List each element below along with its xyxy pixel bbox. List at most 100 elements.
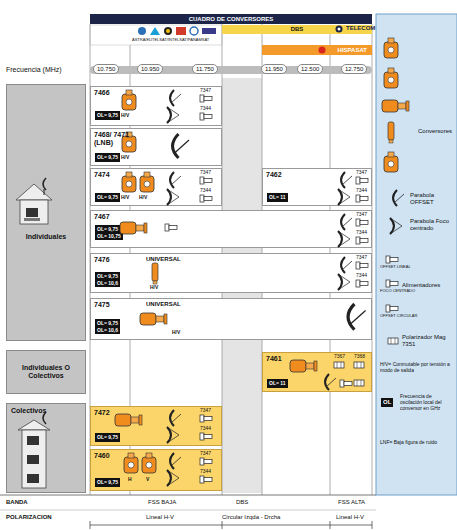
polarity-tag: H bbox=[128, 477, 132, 483]
lo-badge: OL= 9,75OL= 10,75 bbox=[95, 225, 123, 240]
row-heading: POLARIZACION bbox=[6, 514, 52, 521]
node-text: OL= 11 bbox=[269, 194, 286, 201]
node-text: HISPASAT bbox=[262, 45, 367, 55]
polarity-tag: H/V bbox=[139, 195, 147, 201]
part-number: 7344 bbox=[356, 188, 367, 194]
note-text: LNF= Baja figura de ruido bbox=[380, 440, 454, 446]
node-text: OL= 9,75 bbox=[97, 479, 118, 486]
band-name: DBS bbox=[236, 499, 248, 506]
frequency-bubble: 10.750 bbox=[93, 64, 119, 74]
lo-badge: OL= 9,75 bbox=[95, 153, 120, 162]
logo-caption: ASTRA/EUTELSAT/INTELSAT/PANAMSAT bbox=[132, 38, 209, 43]
category-box: Individuales O Colectivos bbox=[6, 350, 86, 394]
row-heading: BANDA bbox=[6, 499, 28, 506]
model-row: 7462OL= 11 bbox=[262, 168, 372, 206]
lo-badge: OL= 9,75 bbox=[95, 433, 120, 442]
diagram-title: CUADRO DE CONVERSORES bbox=[90, 14, 372, 24]
node-text: Individuales bbox=[7, 233, 85, 241]
polarization-name: Circular Izqda - Drcha bbox=[222, 514, 280, 521]
lo-badge: OL= 11 bbox=[267, 193, 288, 202]
note-text: Frecuencia de oscilación local del conve… bbox=[400, 394, 454, 411]
part-number: 7344 bbox=[356, 230, 367, 236]
node-text: 11.750 bbox=[196, 65, 214, 73]
polarity-tag: H/V bbox=[121, 113, 129, 119]
axis-title: Frecuencia (MHz) bbox=[6, 66, 62, 74]
part-number: 7347 bbox=[200, 170, 211, 176]
part-number: 7347 bbox=[356, 212, 367, 218]
feed-type: FOCO CENTRADO bbox=[380, 289, 415, 294]
node-text: 7475 bbox=[94, 301, 368, 309]
frequency-bubble: 12.500 bbox=[297, 64, 323, 74]
node-text: OL= 9,75 bbox=[97, 154, 118, 161]
polarization-name: Lineal H-V bbox=[146, 514, 174, 521]
node-text: 10.950 bbox=[141, 65, 159, 73]
part-number: 7347 bbox=[356, 170, 367, 176]
part-number: 7344 bbox=[200, 188, 211, 194]
note-text: H/V= Conmutable por tensión a modo de sa… bbox=[380, 362, 454, 374]
node-text: OL= 9,75 bbox=[97, 226, 121, 233]
polarization-name: Lineal H-V bbox=[336, 514, 364, 521]
node-text: 12.750 bbox=[345, 65, 363, 73]
node-text: OL= 10,6 bbox=[97, 327, 118, 334]
node-text: OL= 9,75 bbox=[97, 194, 118, 201]
lo-badge: OL= 9,75OL= 10,6 bbox=[95, 272, 120, 287]
model-row: 7468/ 7471 (LNB) OL= 9,75 bbox=[90, 128, 222, 166]
legend-text: Parabola OFFSET bbox=[410, 192, 452, 206]
node-text: OL= 10,75 bbox=[97, 233, 121, 240]
feed-type: OFFSET LINEAL bbox=[380, 265, 411, 270]
node-text: OL= 10,6 bbox=[97, 280, 118, 287]
part-number: 7347 bbox=[200, 408, 211, 414]
node-text: Individuales O Colectivos bbox=[19, 364, 73, 380]
lo-badge: OL= 11 bbox=[267, 379, 288, 388]
frequency-bubble: 10.950 bbox=[137, 64, 163, 74]
lo-badge: OL= 9,75OL= 10,6 bbox=[95, 319, 120, 334]
node-text: 7462 bbox=[266, 171, 368, 179]
part-number: 7344 bbox=[200, 469, 211, 475]
node-text: 10.750 bbox=[97, 65, 115, 73]
feed-type: OFFSET CIRCULAR bbox=[380, 314, 417, 319]
node-text: 7460 bbox=[94, 452, 218, 460]
lo-badge: OL= 9,75 bbox=[95, 193, 120, 202]
node-text: Colectivos bbox=[11, 407, 81, 415]
node-text: 7461 bbox=[266, 355, 368, 363]
model-row: 7475OL= 9,75OL= 10,6 bbox=[90, 298, 372, 340]
logo-text: TELECOM bbox=[346, 25, 375, 32]
lo-badge: OL= 9,75 bbox=[95, 111, 120, 120]
part-number: 7347 bbox=[200, 88, 211, 94]
polarity-tag: H/V bbox=[172, 330, 180, 336]
node-text: 12.500 bbox=[301, 65, 319, 73]
part-number: 7368 bbox=[354, 354, 365, 360]
node-text: OL= 9,75 bbox=[97, 434, 118, 441]
part-number: 7344 bbox=[200, 106, 211, 112]
node-text: OL= 9,75 bbox=[97, 320, 118, 327]
node-text: OL= 9,75 bbox=[97, 112, 118, 119]
legend-text: Alimentadores bbox=[402, 282, 452, 289]
lo-badge: OL= 9,75 bbox=[95, 478, 120, 487]
part-number: 7367 bbox=[334, 354, 345, 360]
legend-text: Conversores bbox=[418, 128, 452, 135]
polarity-tag: H/V bbox=[121, 155, 129, 161]
node-text: 7466 bbox=[94, 89, 218, 97]
lo-badge: OL bbox=[381, 398, 393, 407]
band-name: FSS BAJA bbox=[148, 499, 176, 506]
frequency-bubble: 11.750 bbox=[192, 64, 218, 74]
node-text: OL= 11 bbox=[269, 380, 286, 387]
polarity-tag: H/V bbox=[150, 285, 158, 291]
band: HISPASAT bbox=[262, 45, 372, 55]
node-text: 7467 bbox=[94, 213, 368, 221]
node-text: 7468/ 7471 (LNB) bbox=[94, 131, 134, 146]
band-name: FSS ALTA bbox=[338, 499, 365, 506]
node-text: 7472 bbox=[94, 409, 218, 417]
part-number: 7347 bbox=[200, 451, 211, 457]
frequency-bubble: 12.750 bbox=[341, 64, 367, 74]
model-row: 7476OL= 9,75OL= 10,6 bbox=[90, 253, 372, 293]
legend-text: Parabola Foco centrado bbox=[410, 218, 452, 232]
node-text: 7476 bbox=[94, 256, 368, 264]
part-number: 7344 bbox=[356, 273, 367, 279]
part-number: 7344 bbox=[200, 426, 211, 432]
node-text: OL= 9,75 bbox=[97, 273, 118, 280]
part-number: 7347 bbox=[356, 255, 367, 261]
type-tag: UNIVERSAL bbox=[146, 301, 181, 308]
legend-text: Polarizador Mag 7351 bbox=[402, 334, 452, 348]
polarity-tag: V bbox=[146, 477, 149, 483]
